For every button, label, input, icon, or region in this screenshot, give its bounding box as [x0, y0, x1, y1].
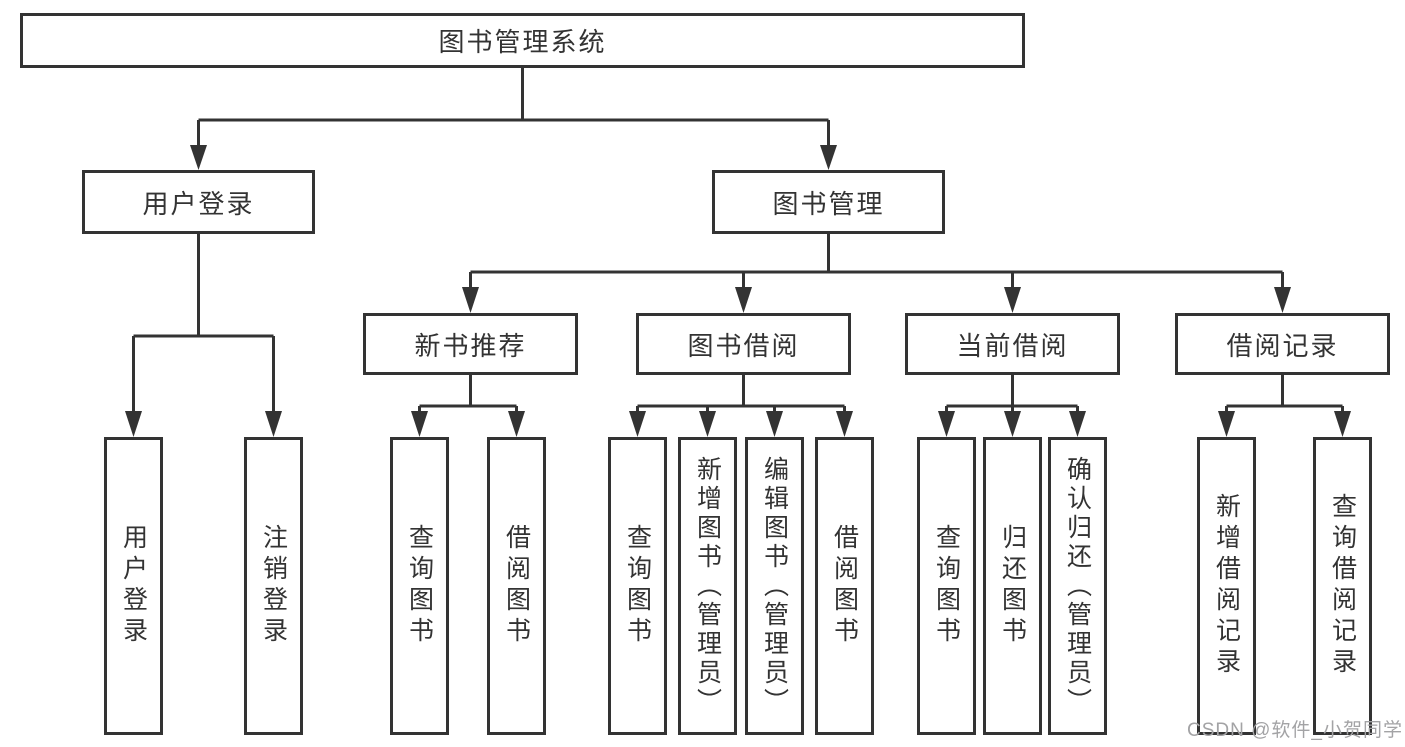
- leaf-add-borrow-record-label: 新增借阅记录: [1212, 493, 1241, 679]
- leaf-add-books-admin-label: 新增图书（管理员）: [693, 455, 722, 717]
- leaf-query-books-borrow-label: 查询图书: [623, 524, 652, 648]
- node-user-login-label: 用户登录: [142, 188, 255, 219]
- connector-user-login-to-leaves: [125, 233, 282, 437]
- arrowhead: [462, 287, 479, 313]
- leaf-query-books-borrow: 查询图书: [608, 437, 667, 735]
- node-book-borrow-label: 图书借阅: [687, 330, 800, 361]
- arrowhead: [820, 145, 837, 170]
- arrowhead: [1004, 411, 1021, 437]
- leaf-edit-books-admin-label: 编辑图书（管理员）: [760, 455, 789, 717]
- leaf-query-books-current: 查询图书: [917, 437, 976, 735]
- arrowhead: [1069, 411, 1086, 437]
- connector-new-book-recommend-to-leaves: [411, 375, 525, 437]
- node-user-login: 用户登录: [82, 170, 315, 234]
- leaf-query-borrow-record-label: 查询借阅记录: [1328, 493, 1357, 679]
- leaf-query-borrow-record: 查询借阅记录: [1313, 437, 1372, 735]
- arrowhead: [938, 411, 955, 437]
- leaf-edit-books-admin: 编辑图书（管理员）: [745, 437, 804, 735]
- leaf-query-books-recommend: 查询图书: [390, 437, 449, 735]
- arrowhead: [836, 411, 853, 437]
- arrowhead: [766, 411, 783, 437]
- leaf-confirm-return-admin-label: 确认归还（管理员）: [1063, 455, 1092, 717]
- node-root-label: 图书管理系统: [438, 27, 607, 57]
- leaf-add-borrow-record: 新增借阅记录: [1197, 437, 1256, 735]
- arrowhead: [190, 145, 207, 170]
- leaf-query-books-current-label: 查询图书: [932, 524, 961, 648]
- node-root: 图书管理系统: [20, 13, 1025, 68]
- leaf-user-login-label: 用户登录: [119, 524, 148, 648]
- connector-current-borrow-to-leaves: [938, 375, 1086, 437]
- leaf-return-books: 归还图书: [983, 437, 1042, 735]
- node-book-management-label: 图书管理: [772, 188, 885, 219]
- leaf-borrow-books: 借阅图书: [815, 437, 874, 735]
- arrowhead: [125, 411, 142, 437]
- connector-root-to-level1: [190, 68, 837, 170]
- leaf-add-books-admin: 新增图书（管理员）: [678, 437, 737, 735]
- arrowhead: [699, 411, 716, 437]
- connector-borrow-records-to-leaves: [1218, 375, 1351, 437]
- arrowhead: [735, 287, 752, 313]
- leaf-borrow-books-recommend-label: 借阅图书: [502, 524, 531, 648]
- node-current-borrow: 当前借阅: [905, 313, 1120, 375]
- arrowhead: [411, 411, 428, 437]
- arrowhead: [1334, 411, 1351, 437]
- node-book-borrow: 图书借阅: [636, 313, 851, 375]
- leaf-return-books-label: 归还图书: [998, 524, 1027, 648]
- node-borrow-records-label: 借阅记录: [1226, 330, 1339, 361]
- arrowhead: [1218, 411, 1235, 437]
- connector-book-management-to-level2: [462, 233, 1291, 313]
- leaf-borrow-books-recommend: 借阅图书: [487, 437, 546, 735]
- node-borrow-records: 借阅记录: [1175, 313, 1390, 375]
- arrowhead: [1004, 287, 1021, 313]
- node-new-book-recommend-label: 新书推荐: [414, 330, 527, 361]
- leaf-borrow-books-label: 借阅图书: [830, 524, 859, 648]
- arrowhead: [629, 411, 646, 437]
- arrowhead: [508, 411, 525, 437]
- csdn-watermark: CSDN @软件_小贺同学: [1187, 720, 1403, 741]
- node-book-management: 图书管理: [712, 170, 945, 234]
- connector-book-borrow-to-leaves: [629, 375, 853, 437]
- leaf-confirm-return-admin: 确认归还（管理员）: [1048, 437, 1107, 735]
- arrowhead: [265, 411, 282, 437]
- leaf-logout-label: 注销登录: [259, 524, 288, 648]
- node-new-book-recommend: 新书推荐: [363, 313, 578, 375]
- arrowhead: [1274, 287, 1291, 313]
- leaf-query-books-recommend-label: 查询图书: [405, 524, 434, 648]
- leaf-logout: 注销登录: [244, 437, 303, 735]
- node-current-borrow-label: 当前借阅: [956, 330, 1069, 361]
- leaf-user-login: 用户登录: [104, 437, 163, 735]
